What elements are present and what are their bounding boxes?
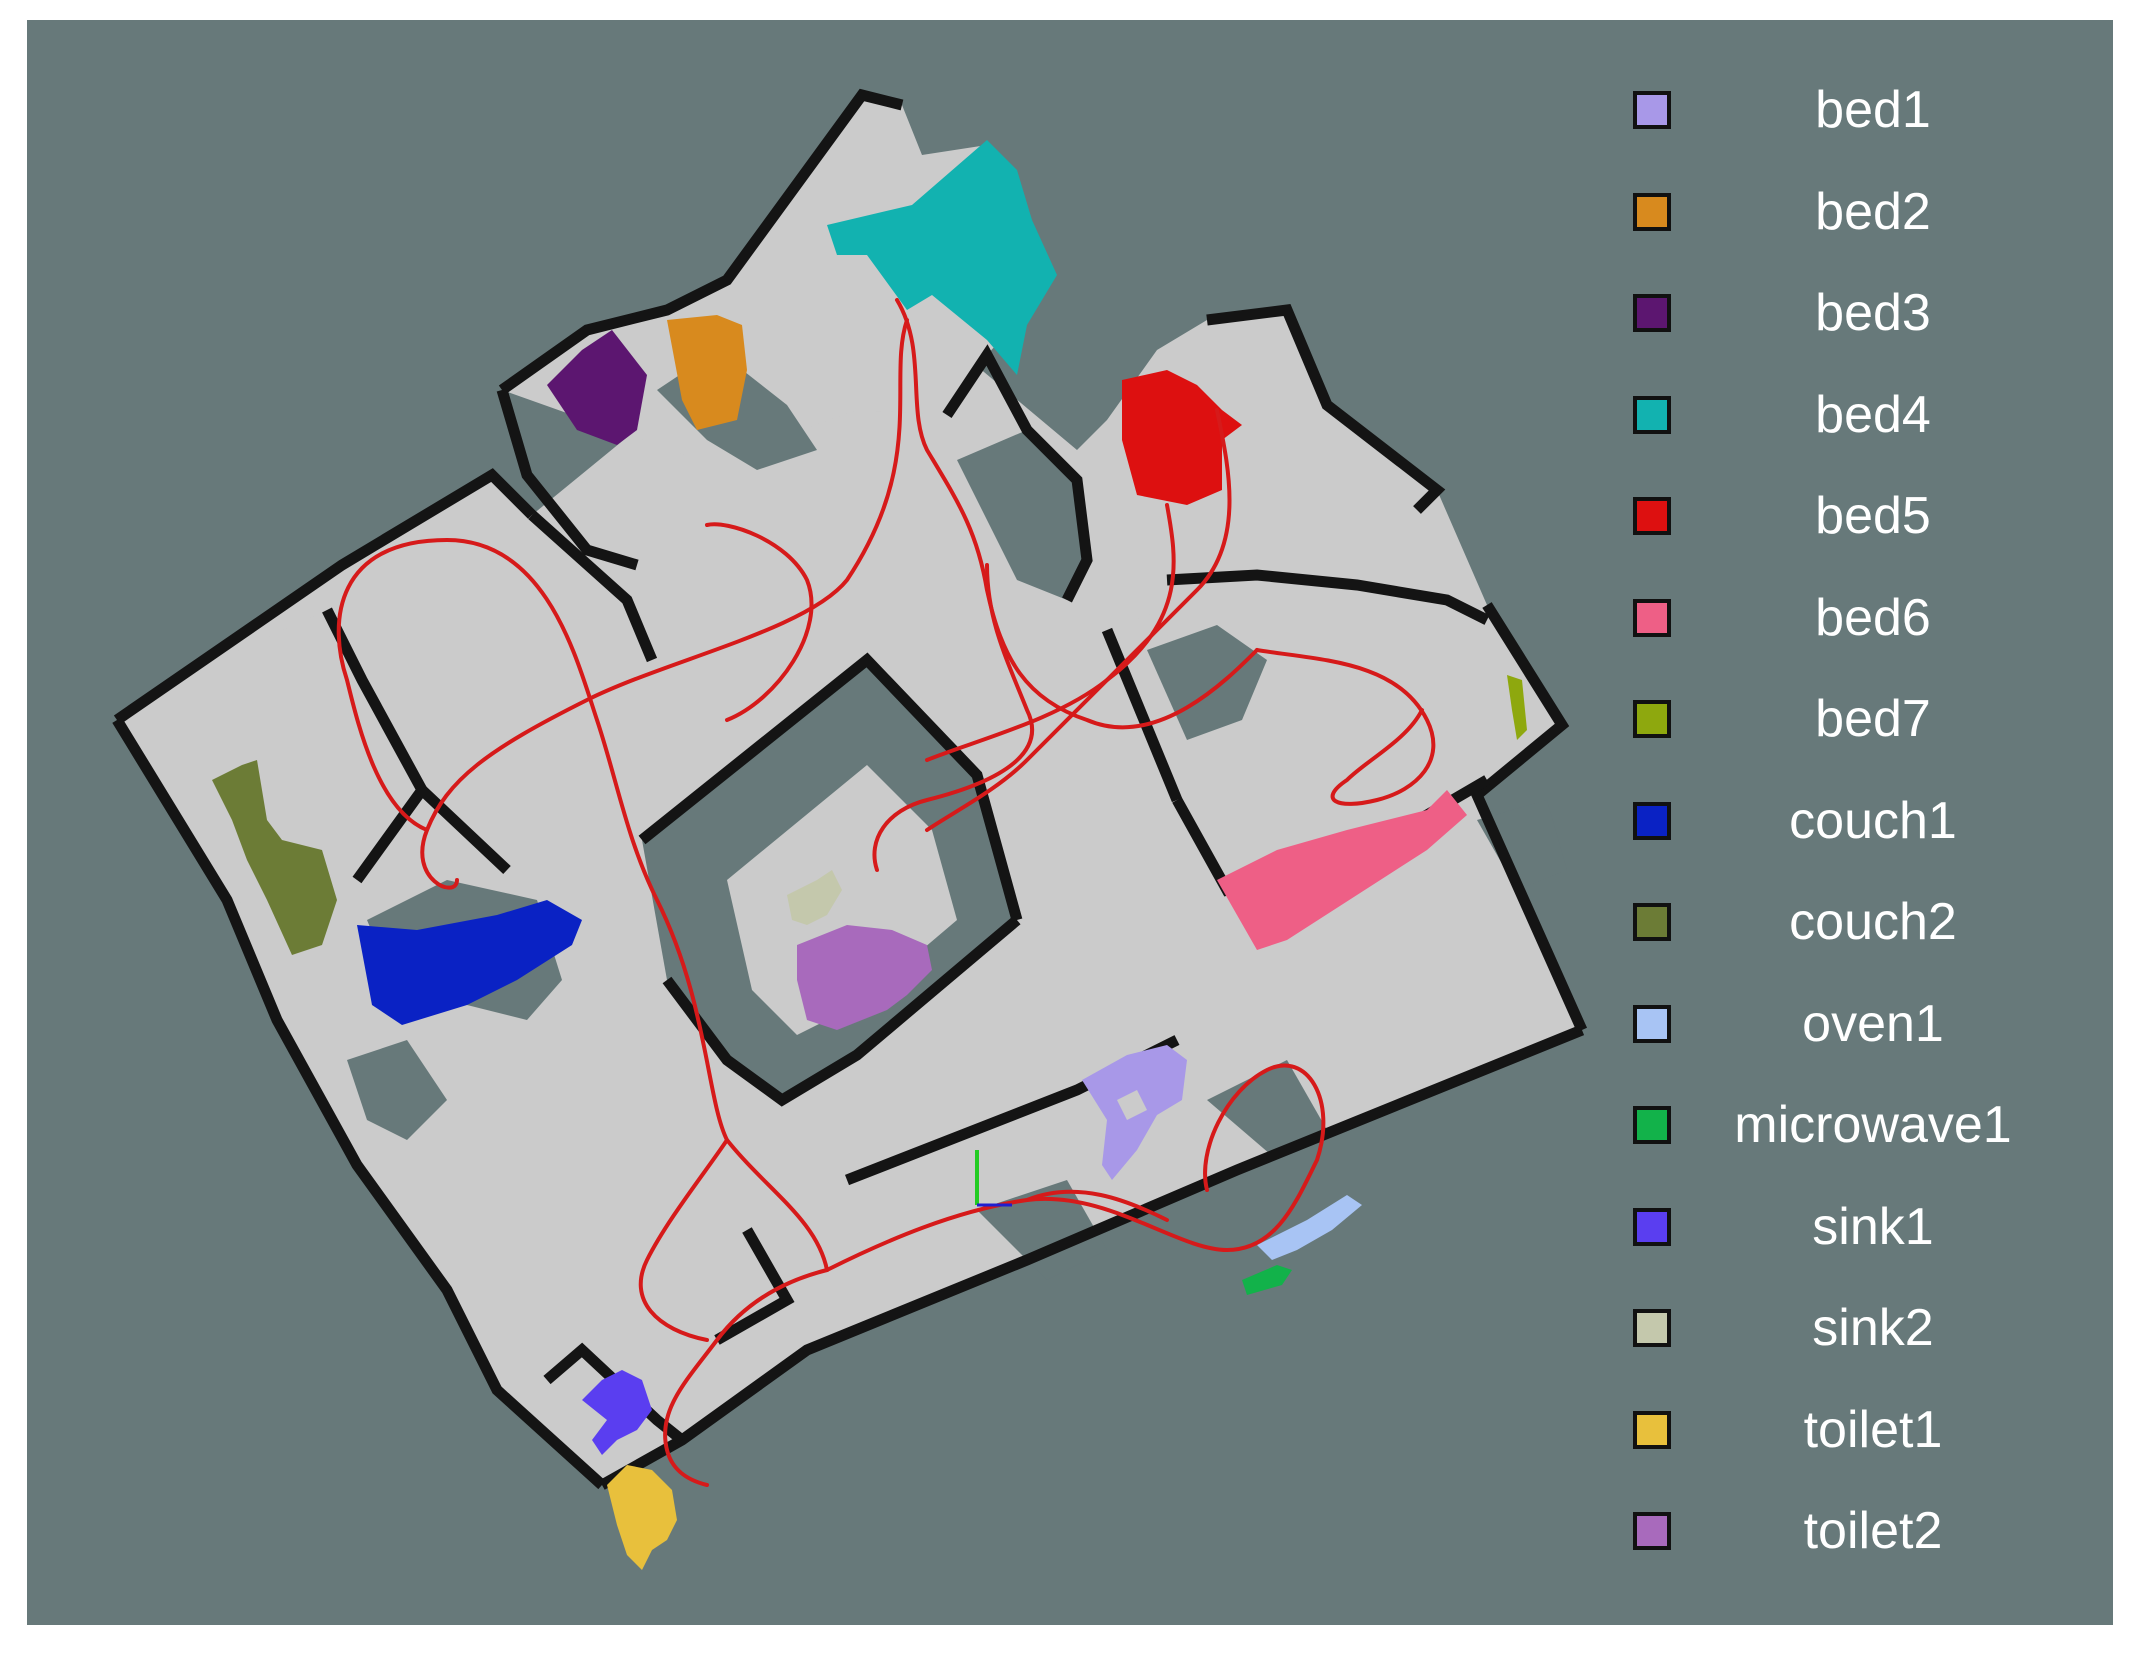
legend-swatch <box>1633 903 1671 941</box>
trajectory-path-i <box>1255 648 1436 806</box>
trajectory-path-c <box>336 538 449 832</box>
legend-item-bed2: bed2 <box>1613 185 2073 245</box>
object-microwave1 <box>1242 1265 1292 1295</box>
wall-outer-east <box>1470 602 1588 1033</box>
object-toilet1 <box>607 1465 677 1570</box>
trajectory-path-f <box>872 563 1034 872</box>
legend-label: bed5 <box>1815 487 1931 545</box>
legend-swatch <box>1633 801 1671 840</box>
legend-label: bed7 <box>1815 690 1931 748</box>
object-bed1-hole <box>1117 1090 1147 1120</box>
legend-label: sink1 <box>1812 1197 1934 1256</box>
object-sink2 <box>787 870 842 925</box>
legend-swatch <box>1633 598 1671 637</box>
wall-right-door <box>1101 627 1183 803</box>
upper-right-patch <box>957 430 1087 600</box>
object-couch1 <box>357 900 582 1025</box>
walls <box>112 88 1588 1490</box>
legend-label: toilet1 <box>1803 1400 1943 1459</box>
legend-item-bed4: bed4 <box>1613 388 2073 448</box>
trajectory-path-j <box>663 1268 829 1487</box>
object-bed4 <box>827 140 1057 375</box>
legend-swatch <box>1633 700 1671 738</box>
legend-item-bed5: bed5 <box>1613 489 2073 549</box>
legend-swatch <box>1633 1207 1671 1246</box>
wall-nw-room <box>528 510 658 663</box>
object-bed6 <box>1217 790 1467 950</box>
legend-swatch <box>1633 294 1671 332</box>
legend-label: sink2 <box>1812 1299 1934 1357</box>
trajectory-path-d <box>445 538 829 1272</box>
bottom-right-patch <box>1207 1060 1327 1160</box>
legend-item-microwave1: microwave1 <box>1613 1098 2073 1158</box>
legend-swatch <box>1633 1309 1671 1347</box>
wall-lower-corridor <box>714 1227 795 1345</box>
legend-label: couch1 <box>1789 791 1957 850</box>
object-bed7 <box>1507 675 1527 740</box>
east-patch <box>1477 800 1567 890</box>
legend-swatch <box>1633 1106 1671 1144</box>
legend-swatch <box>1633 1004 1671 1043</box>
legend-label: couch2 <box>1789 893 1957 951</box>
legend-item-sink2: sink2 <box>1613 1301 2073 1361</box>
object-oven1 <box>1257 1195 1362 1260</box>
trajectory-path-m <box>1025 1189 1169 1222</box>
wall-mid-right <box>942 344 1093 603</box>
wall-left-inner <box>352 781 511 884</box>
legend-swatch <box>1633 1512 1671 1550</box>
wall-north-rooms <box>498 88 904 395</box>
object-couch2 <box>212 760 337 955</box>
legend-item-bed7: bed7 <box>1613 692 2073 752</box>
legend-label: bed4 <box>1815 385 1931 444</box>
occupancy-map-canvas <box>112 88 1588 1570</box>
legend-item-toilet2: toilet2 <box>1613 1504 2073 1564</box>
legend-swatch <box>1633 497 1671 535</box>
trajectory-path-b <box>420 318 909 890</box>
legend-label: toilet2 <box>1803 1502 1943 1560</box>
object-sink1 <box>582 1370 652 1455</box>
lower-left-patch <box>347 1040 447 1140</box>
legend-label: bed1 <box>1815 81 1931 139</box>
object-bed2 <box>667 315 747 430</box>
wall-central-block <box>638 652 1023 922</box>
legend-item-toilet1: toilet1 <box>1613 1403 2073 1463</box>
legend-item-bed1: bed1 <box>1613 83 2073 143</box>
legend-label: bed2 <box>1815 182 1931 241</box>
trajectory-path-e <box>705 522 814 722</box>
legend-label: bed3 <box>1815 284 1931 342</box>
trajectory-path-l <box>638 1138 729 1342</box>
legend-item-couch1: couch1 <box>1613 794 2073 854</box>
semantic-map <box>27 20 2113 1625</box>
wall-central-south <box>662 915 1021 1107</box>
robot-trajectory <box>336 298 1436 1487</box>
legend-swatch <box>1633 91 1671 129</box>
legend-swatch <box>1633 395 1671 434</box>
legend-item-bed3: bed3 <box>1613 286 2073 346</box>
legend-item-bed6: bed6 <box>1613 591 2073 651</box>
legend-swatch <box>1633 1410 1671 1449</box>
trajectory-path-k <box>825 1063 1326 1272</box>
legend-label: microwave1 <box>1734 1096 2012 1154</box>
trajectory-path-h <box>925 408 1232 832</box>
legend-item-couch2: couch2 <box>1613 895 2073 955</box>
robot-pose-marker <box>975 1150 1012 1207</box>
wall-right-room <box>1166 569 1490 625</box>
wall-outer-west <box>113 468 536 725</box>
object-toilet2 <box>797 925 932 1030</box>
legend-item-sink1: sink1 <box>1613 1200 2073 1260</box>
legend-item-oven1: oven1 <box>1613 997 2073 1057</box>
wall-upper-left <box>496 388 639 571</box>
wall-upper-right <box>1206 304 1446 514</box>
object-bed3 <box>547 330 647 445</box>
legend-swatch <box>1633 192 1671 231</box>
wall-outer-south <box>599 1024 1585 1490</box>
wall-outer-sw <box>112 717 606 1490</box>
semantic-objects <box>212 140 1527 1570</box>
legend-label: oven1 <box>1802 994 1944 1053</box>
legend-label: bed6 <box>1815 588 1931 647</box>
object-bed5 <box>1122 370 1242 505</box>
